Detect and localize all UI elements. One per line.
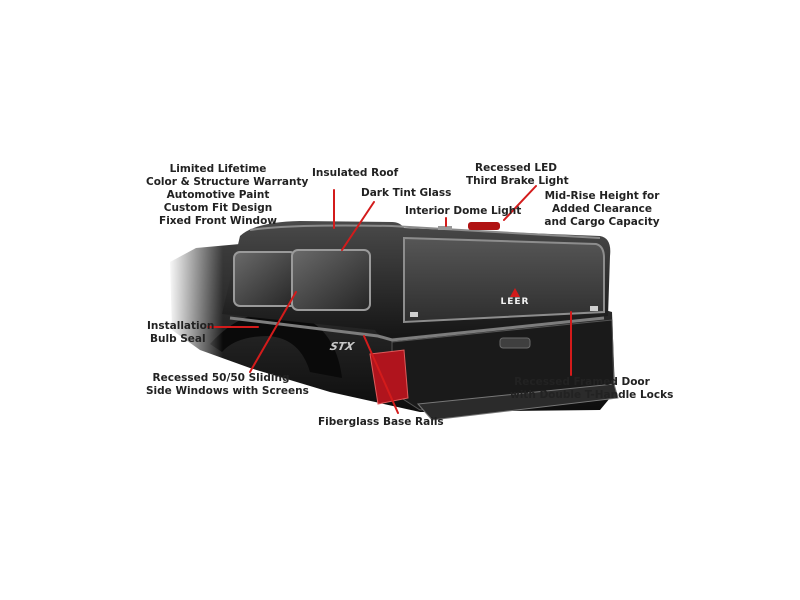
label-warranty-4: Custom Fit Design (163, 202, 273, 214)
label-insulated-roof: Insulated Roof (312, 167, 399, 179)
label-framed-door: Recessed Framed Door with Double T-Handl… (510, 376, 674, 401)
roof-highlight (249, 224, 601, 239)
leer-logo: LEER (495, 288, 535, 307)
leer-logo-text: LEER (500, 297, 530, 307)
label-interior-dome-light: Interior Dome Light (405, 205, 522, 217)
dome-light (438, 226, 452, 230)
side-window-front (233, 251, 297, 307)
label-warranty-2: Color & Structure Warranty (146, 176, 309, 188)
door-handle-right (590, 306, 598, 311)
label-warranty-5: Fixed Front Window (159, 215, 277, 227)
label-warranty-3: Automotive Paint (166, 189, 270, 201)
rear-door (403, 236, 605, 324)
bumper (416, 383, 619, 421)
cab-fade (168, 240, 223, 360)
side-window-rear (291, 249, 371, 311)
tailgate-handle (499, 337, 531, 349)
label-dark-tint-glass: Dark Tint Glass (361, 187, 452, 199)
label-base-rails: Fiberglass Base Rails (318, 416, 444, 428)
label-warranty-list: Limited Lifetime Color & Structure Warra… (146, 163, 309, 228)
third-brake-light (468, 222, 500, 230)
leer-logo-mark (510, 288, 520, 297)
door-handle-left (410, 312, 418, 317)
stx-badge: STX (328, 340, 356, 353)
label-side-windows: Recessed 50/50 Sliding Side Windows with… (146, 372, 309, 397)
label-brake-light: Recessed LED Third Brake Light (466, 162, 569, 187)
label-bulb-seal: Installation Bulb Seal (147, 320, 215, 345)
label-mid-rise: Mid-Rise Height for Added Clearance and … (544, 190, 660, 228)
label-warranty-1: Limited Lifetime (169, 163, 267, 175)
